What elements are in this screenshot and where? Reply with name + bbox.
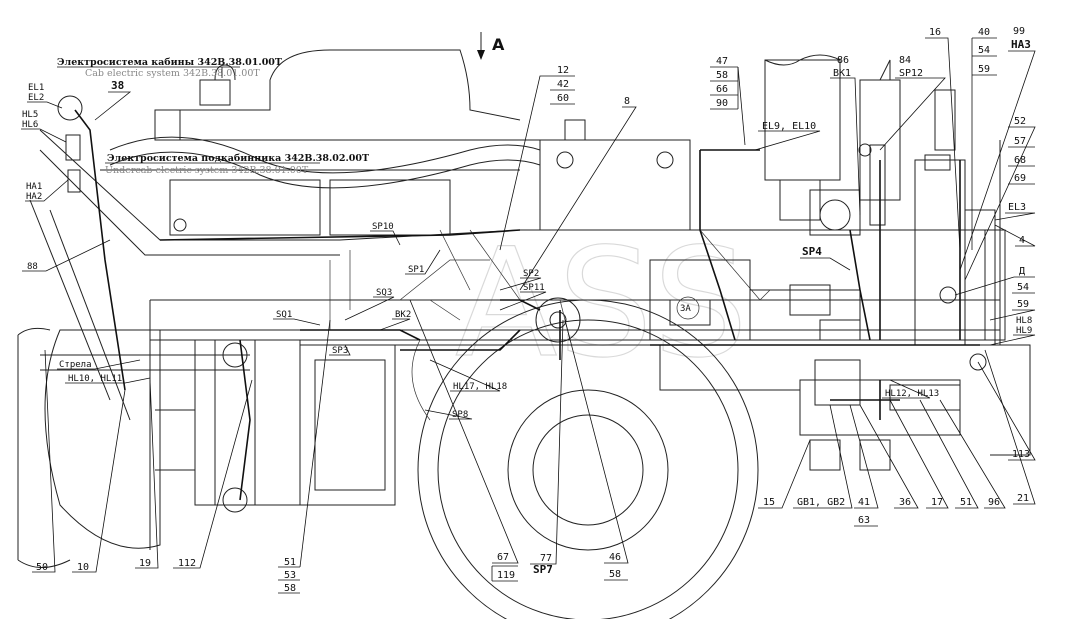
callout-sq1: SQ1 [276,310,292,320]
callout-15: 15 [763,497,775,508]
callout-54a: 54 [978,45,990,56]
callout-sp11: SP11 [523,283,545,293]
callout-el1: EL1 [28,83,44,93]
callout-bk1: BK1 [833,68,851,79]
callout-52: 52 [1014,116,1026,127]
callout-8: 8 [624,96,630,107]
callout-51b: 51 [960,497,972,508]
callout-41: 41 [858,497,870,508]
callout-na3: НА3 [1011,38,1031,51]
callout-42: 42 [557,79,569,90]
callout-sp10: SP10 [372,222,394,232]
callout-17: 17 [931,497,943,508]
callout-54b: 54 [1017,282,1029,293]
callout-ha2: HA2 [26,192,42,202]
callout-47: 47 [716,56,728,67]
callout-el9-el10: EL9, EL10 [762,121,816,132]
callout-86: 86 [837,55,849,66]
watermark: ASS [455,217,748,391]
callout-88: 88 [27,262,38,272]
callout-67: 67 [497,552,509,563]
callout-sp7: SP7 [533,563,553,576]
callout-57: 57 [1014,136,1026,147]
callout-59a: 59 [978,64,990,75]
callout-53: 53 [284,570,296,581]
callout-ha1: HA1 [26,182,42,192]
callout-68: 68 [1014,155,1026,166]
undercab-system-subtitle: Undercab electric system 342B.38.01.00T [105,165,309,176]
callout-sq3: SQ3 [376,288,392,298]
callout-77: 77 [540,553,552,564]
callout-hl6: HL6 [22,120,38,130]
callout-el3: EL3 [1008,202,1026,213]
callout-sp3: SP3 [332,346,348,356]
callout-gb1-gb2: GB1, GB2 [797,497,845,508]
callout-bk2: BK2 [395,310,411,320]
callout-59b: 59 [1017,299,1029,310]
callout-sp4: SP4 [802,245,822,258]
cab-system-title: Электросистема кабины 342В.38.01.00Т [57,57,282,68]
callout-hl10-hl11: HL10, HL11 [68,374,122,384]
callout-50: 50 [36,562,48,573]
view-arrow-a: A [477,32,505,60]
callout-10: 10 [77,562,89,573]
callout-hl5: HL5 [22,110,38,120]
callout-36: 36 [899,497,911,508]
callout-19: 19 [139,558,151,569]
callout-sp2: SP2 [523,269,539,279]
undercab-system-title: Электросистема подкабинника 342В.38.02.0… [107,153,369,164]
callout-46: 46 [609,552,621,563]
callout-51a: 51 [284,557,296,568]
callout-16: 16 [929,27,941,38]
callout-63: 63 [858,515,870,526]
callout-4: 4 [1019,235,1025,246]
callout-69: 69 [1014,173,1026,184]
view-marker: A [492,35,505,54]
callout-40: 40 [978,27,990,38]
callout-12: 12 [557,65,569,76]
machine-outline [17,49,1031,619]
callout-3a: 3A [680,304,691,314]
callout-90: 90 [716,98,728,109]
callout-99: 99 [1013,26,1025,37]
cab-system-subtitle: Cab electric system 342B.38.01.00T [85,68,260,79]
callout-66: 66 [716,84,728,95]
callout-strela: Стрела [59,360,92,370]
callout-hl12-hl13: HL12, HL13 [885,389,939,399]
callout-hl8: HL8 [1016,316,1032,326]
callout-96: 96 [988,497,1000,508]
callout-sp1: SP1 [408,265,424,275]
callout-113: 113 [1012,449,1030,460]
callout-labels: EL1 EL2 38 HL5 HL6 HA1 HA2 88 Стрела HL1… [21,26,1036,594]
callout-el2: EL2 [28,93,44,103]
callout-112: 112 [178,558,196,569]
callout-21: 21 [1017,493,1029,504]
wire-harness [74,109,980,501]
callout-84: 84 [899,55,911,66]
callout-sp12: SP12 [899,68,923,79]
callout-58a: 58 [284,583,296,594]
callout-hl9: HL9 [1016,326,1032,336]
callout-hl17-hl18: HL17, HL18 [453,382,507,392]
callout-d: Д [1019,266,1025,277]
callout-119: 119 [497,570,515,581]
callout-sp8: SP8 [452,410,468,420]
callout-38: 38 [111,79,124,92]
callout-58c: 58 [716,70,728,81]
callout-60: 60 [557,93,569,104]
callout-58b: 58 [609,569,621,580]
